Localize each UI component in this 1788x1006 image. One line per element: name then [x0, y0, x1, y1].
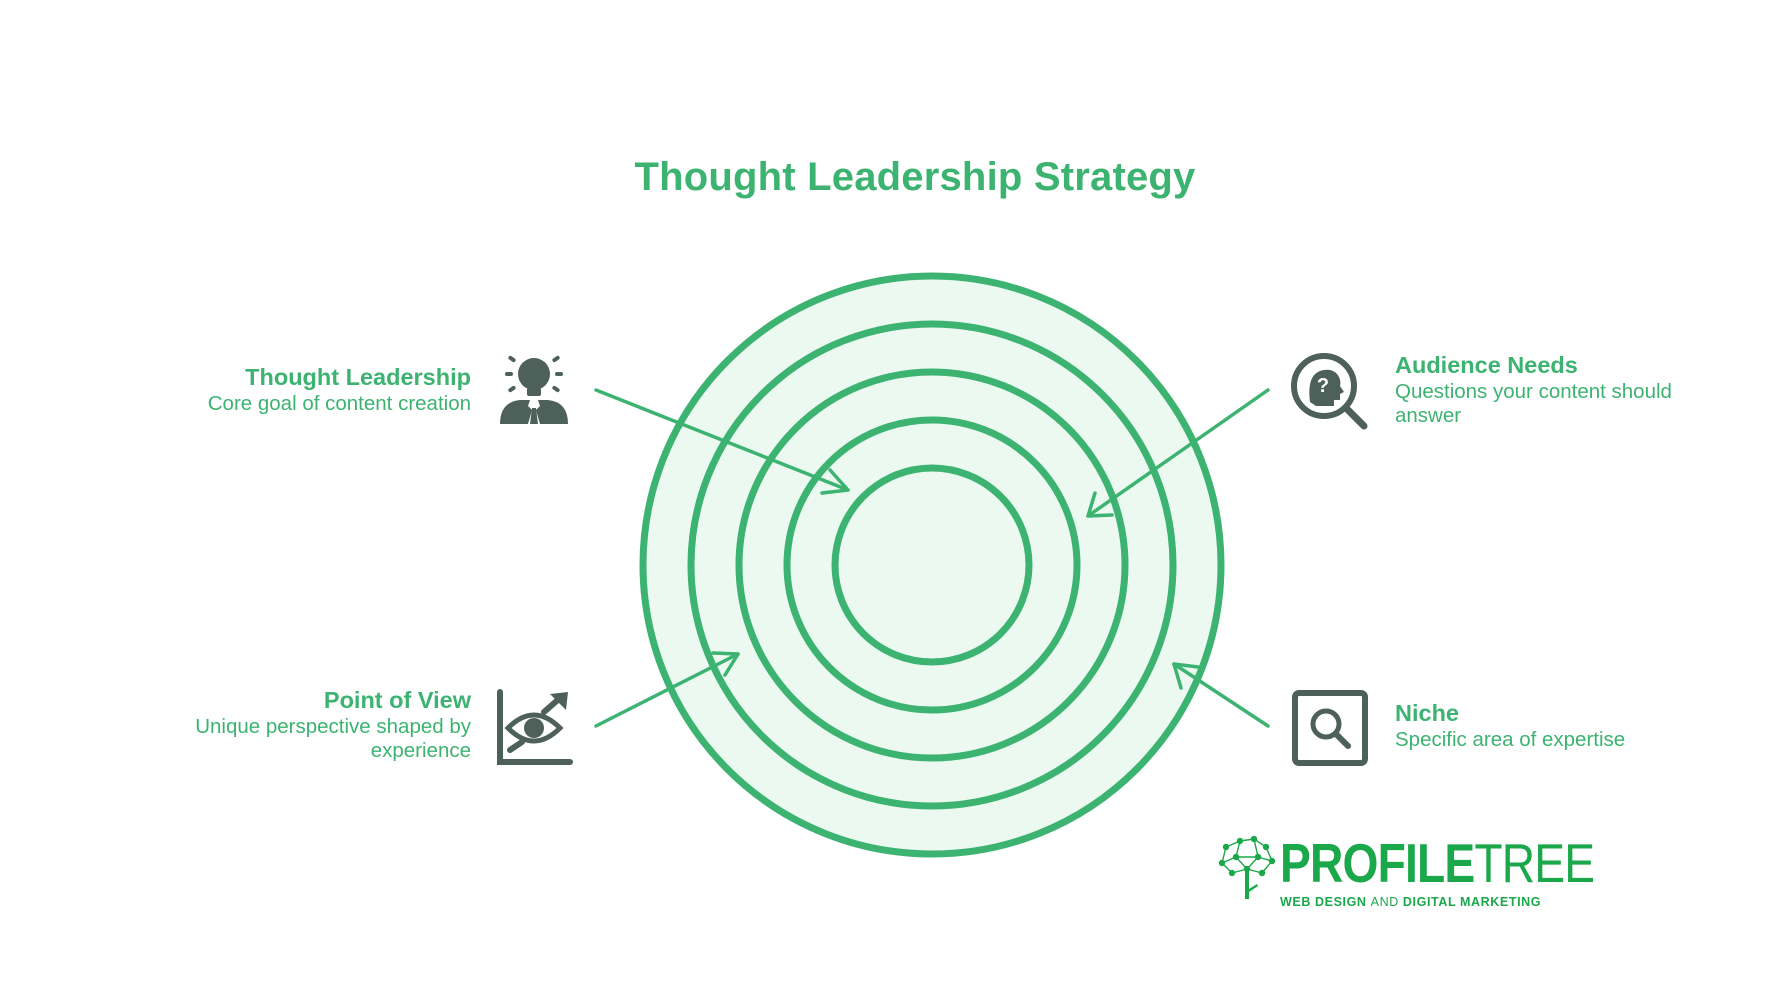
- label-thought-leadership-title: Thought Leadership: [245, 364, 471, 390]
- logo-name-part2: TREE: [1474, 832, 1595, 894]
- arrow-niche: [1172, 662, 1270, 728]
- label-thought-leadership: Thought Leadership Core goal of content …: [91, 362, 471, 416]
- label-niche-desc: Specific area of expertise: [1395, 728, 1626, 751]
- lightbulb-person-icon: [500, 355, 568, 424]
- eye-chart-icon: [497, 689, 573, 765]
- label-audience-needs: Audience Needs Questions your content sh…: [1395, 350, 1775, 428]
- ring-inner: [831, 464, 1033, 666]
- label-audience-needs-desc-line2: answer: [1395, 404, 1462, 427]
- label-point-of-view-desc-line1: Unique perspective shaped by: [195, 715, 471, 738]
- logo-name: PROFILETREE: [1280, 836, 1595, 891]
- logo-name-part1: PROFILE: [1280, 832, 1475, 894]
- label-niche: Niche Specific area of expertise: [1395, 698, 1775, 752]
- logo-tagline: WEB DESIGN AND DIGITAL MARKETING: [1280, 895, 1654, 909]
- label-audience-needs-desc-line1: Questions your content should: [1395, 380, 1672, 403]
- logo-tagline-part2: AND: [1370, 895, 1399, 909]
- label-thought-leadership-desc: Core goal of content creation: [207, 392, 471, 415]
- logo-tagline-part3: DIGITAL MARKETING: [1398, 895, 1542, 909]
- logo-tagline-part1: WEB DESIGN: [1280, 895, 1371, 909]
- label-point-of-view-title: Point of View: [323, 687, 471, 713]
- label-niche-title: Niche: [1395, 700, 1459, 726]
- arrow-audience-needs: [1086, 388, 1270, 518]
- label-audience-needs-title: Audience Needs: [1395, 352, 1578, 378]
- label-point-of-view-desc-line2: experience: [370, 739, 471, 762]
- network-tree-icon: [1218, 835, 1276, 899]
- label-point-of-view: Point of View Unique perspective shaped …: [91, 685, 471, 763]
- svg-text:?: ?: [1317, 375, 1329, 397]
- question-search-icon: ?: [1291, 353, 1368, 430]
- page-title: Thought Leadership Strategy: [634, 155, 1196, 199]
- arrow-thought-leadership: [594, 388, 850, 495]
- arrow-point-of-view: [594, 651, 740, 728]
- magnifier-square-icon: [1292, 690, 1368, 766]
- logo: PROFILETREE WEB DESIGN AND DIGITAL MARKE…: [1280, 836, 1654, 910]
